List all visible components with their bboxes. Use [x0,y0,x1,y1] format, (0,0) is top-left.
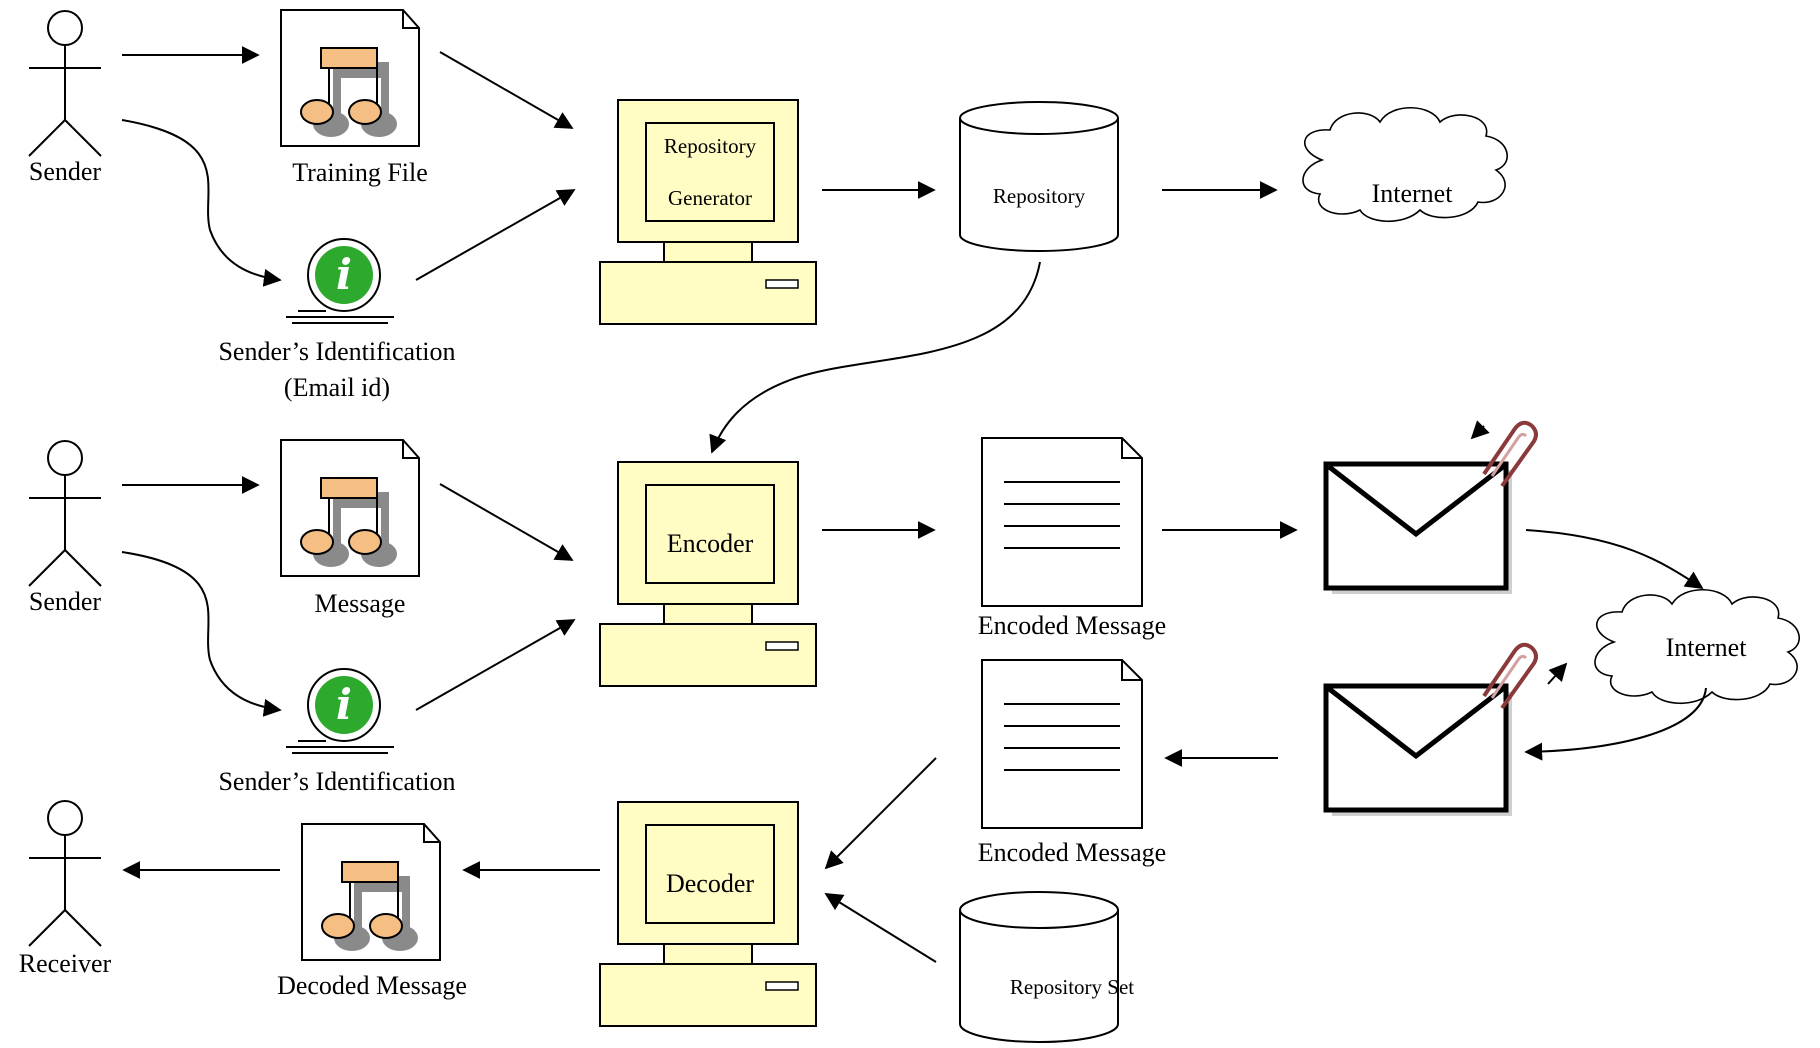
encoded-message-doc-icon-top [981,437,1143,607]
internet-cloud-icon-middle [1594,588,1800,704]
arrow-message-to-encoder [439,483,574,561]
repository-set-database-icon [959,891,1119,1043]
internet-label-middle: Internet [1666,633,1748,662]
training-file-icon [280,9,420,147]
message-file-icon [280,439,420,577]
arrow-id-to-encoder [415,619,576,711]
arrow-encoded-to-decoder [824,757,937,870]
arrow-email-to-internet [1525,529,1704,589]
arrow-sender-to-id-top [121,119,282,287]
repository-generator-label-2: Generator [668,186,752,210]
receiver-label: Receiver [19,949,112,978]
clip-arrow-in-icon [1470,420,1490,440]
clip-arrow-out-icon [1547,662,1568,685]
sender-label-middle: Sender [29,587,102,616]
sender-id-info-icon-middle [285,668,395,754]
decoded-message-label: Decoded Message [277,971,467,1000]
decoder-screen [645,824,775,924]
sender-actor-icon [28,10,102,157]
arrow-id-to-generator [415,189,576,281]
message-label: Message [315,589,406,618]
arrow-internet-to-email-in [1524,687,1707,761]
repository-generator-label-1: Repository [664,134,757,158]
encoder-screen [645,484,775,584]
repository-generator-screen [645,122,775,222]
repository-database-icon [959,101,1119,252]
sender-label-top: Sender [29,157,102,186]
arrow-sender-to-id-middle [121,551,282,717]
arrow-repository-to-encoder [709,261,1041,454]
sender-id-label-middle: Sender’s Identification [218,767,455,796]
encoder-label: Encoder [667,529,754,558]
encoded-message-label-top: Encoded Message [978,611,1166,640]
arrow-repository-set-to-decoder [824,893,937,963]
internet-label-top: Internet [1372,179,1454,208]
incoming-email-envelope-icon [1326,645,1536,816]
encoded-message-doc-icon-bottom [981,659,1143,829]
decoded-message-file-icon [301,823,441,961]
sender-id-info-icon-top [285,238,395,324]
internet-cloud-icon-top [1302,106,1508,222]
sender-id-label-email: (Email id) [284,373,390,402]
repository-set-label: Repository Set [1010,975,1134,999]
receiver-actor-icon [28,800,102,947]
encoded-message-label-bottom: Encoded Message [978,838,1166,867]
repository-label: Repository [993,184,1086,208]
arrow-training-to-generator [439,51,574,129]
decoder-label: Decoder [666,869,754,898]
training-file-label: Training File [292,158,428,187]
sender-actor-icon-middle [28,440,102,587]
outgoing-email-envelope-icon [1326,423,1536,594]
sender-id-label-top: Sender’s Identification [218,337,455,366]
